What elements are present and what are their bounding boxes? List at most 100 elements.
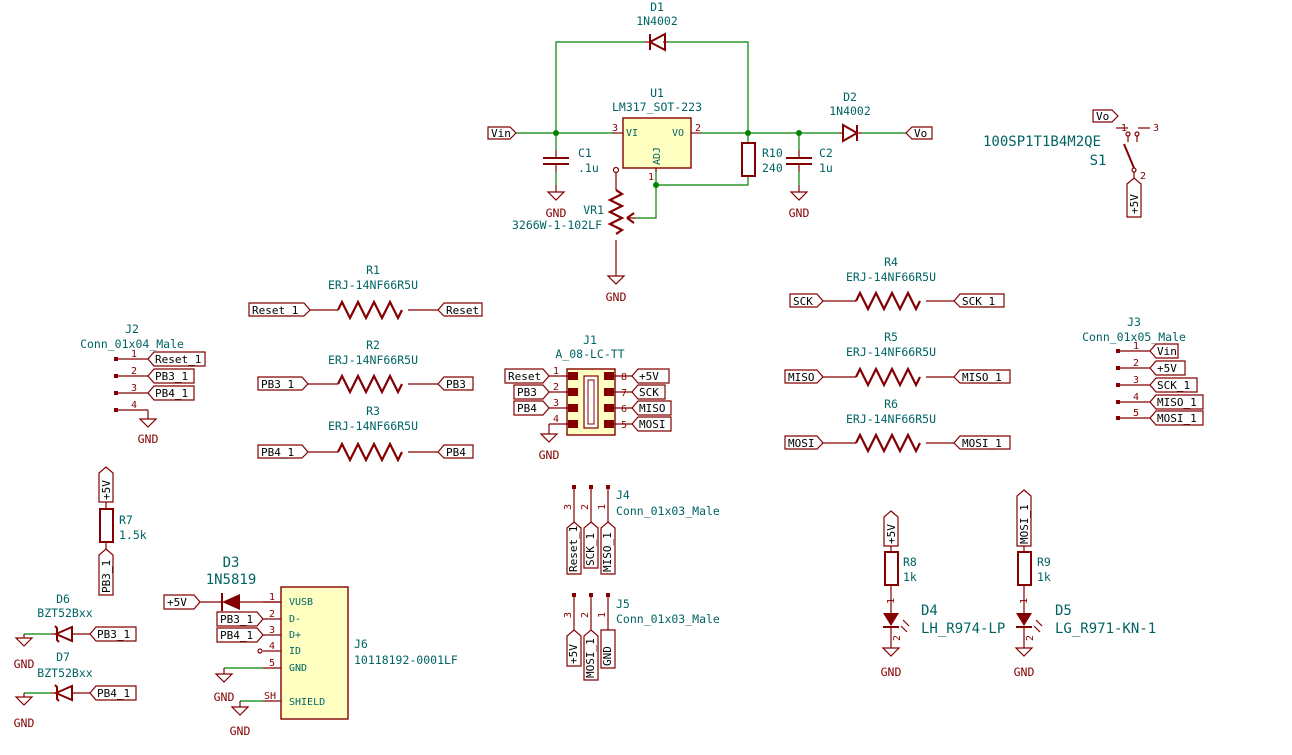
svg-text:Conn_01x03_Male: Conn_01x03_Male [616, 612, 720, 626]
svg-text:PB3_1: PB3_1 [100, 560, 113, 593]
svg-text:1: 1 [648, 172, 654, 183]
svg-text:Reset_1: Reset_1 [155, 353, 201, 366]
resistor-r6: MOSI MOSI_1 R6 ERJ-14NF66R5U [784, 397, 1011, 454]
zener-d6: D6 BZT52Bxx GND PB3_1 [14, 592, 137, 671]
svg-text:1N4002: 1N4002 [636, 14, 678, 28]
svg-text:J2: J2 [125, 322, 139, 336]
svg-text:2: 2 [892, 635, 903, 641]
svg-text:+5V: +5V [1157, 362, 1177, 375]
resistor-r4: SCK SCK_1 R4 ERJ-14NF66R5U [789, 255, 1005, 312]
svg-text:MOSI: MOSI [639, 418, 666, 431]
svg-text:Reset: Reset [446, 304, 479, 317]
svg-text:D1: D1 [650, 0, 664, 14]
svg-text:GND: GND [606, 290, 627, 304]
gnd-symbol-c1: GND [546, 185, 567, 220]
svg-text:D2: D2 [843, 90, 857, 104]
svg-text:PB4: PB4 [517, 402, 537, 415]
svg-text:MISO_1: MISO_1 [601, 532, 614, 572]
svg-text:1k: 1k [903, 570, 917, 584]
svg-text:3: 3 [553, 398, 559, 409]
svg-text:Reset_1: Reset_1 [567, 526, 580, 572]
svg-text:VI: VI [626, 128, 638, 139]
net-label-vin: Vin [487, 126, 517, 140]
resistor-r2: PB3_1 PB3 R2 ERJ-14NF66R5U [257, 338, 474, 395]
regulator-u1: VI VO ADJ 3 2 1 U1 LM317_SOT-223 [612, 86, 702, 183]
svg-text:1N5819: 1N5819 [206, 572, 257, 588]
svg-text:ERJ-14NF66R5U: ERJ-14NF66R5U [846, 270, 936, 284]
svg-text:SH: SH [264, 691, 276, 702]
zener-d7: D7 BZT52Bxx GND PB4_1 [14, 650, 137, 730]
svg-text:MISO_1: MISO_1 [1157, 396, 1197, 409]
svg-text:1u: 1u [819, 161, 833, 175]
svg-text:2: 2 [1140, 171, 1146, 182]
svg-text:3: 3 [1153, 123, 1159, 134]
svg-text:BZT52Bxx: BZT52Bxx [37, 666, 92, 680]
svg-text:PB3: PB3 [517, 386, 537, 399]
svg-text:GND: GND [1014, 665, 1035, 679]
svg-text:Conn_01x05_Male: Conn_01x05_Male [1082, 330, 1186, 344]
svg-text:R10: R10 [762, 146, 783, 160]
svg-text:GND: GND [601, 646, 614, 666]
svg-text:PB3_1: PB3_1 [155, 370, 188, 383]
svg-text:GND: GND [546, 206, 567, 220]
svg-text:2: 2 [580, 504, 591, 510]
svg-text:SCK_1: SCK_1 [1157, 379, 1190, 392]
svg-text:Conn_01x04_Male: Conn_01x04_Male [80, 337, 184, 351]
svg-text:6: 6 [621, 404, 627, 415]
svg-text:1: 1 [269, 592, 275, 603]
svg-text:1: 1 [597, 504, 608, 510]
svg-text:PB3_1: PB3_1 [97, 628, 130, 641]
svg-text:GND: GND [289, 663, 307, 674]
svg-text:J1: J1 [583, 333, 597, 347]
diode-d2: D2 1N4002 [829, 90, 871, 143]
svg-text:8: 8 [621, 372, 627, 383]
gnd-symbol-c2: GND [789, 185, 809, 220]
usb-connector-j6: 1 2 3 4 5 SH VUSB D- D+ ID GND SHIELD PB… [214, 586, 458, 738]
svg-text:100SP1T1B4M2QE: 100SP1T1B4M2QE [983, 134, 1101, 150]
svg-text:Vin: Vin [491, 127, 511, 140]
svg-text:SCK: SCK [793, 295, 813, 308]
svg-text:PB4_1: PB4_1 [220, 629, 253, 642]
svg-text:D+: D+ [289, 630, 301, 641]
svg-text:+5V: +5V [167, 596, 187, 609]
svg-text:SCK_1: SCK_1 [962, 295, 995, 308]
resistor-r8: +5V R8 1k [883, 510, 917, 610]
net-label-vo: Vo [905, 126, 933, 140]
svg-text:U1: U1 [650, 86, 664, 100]
svg-text:R1: R1 [366, 263, 380, 277]
connector-j2: J2 Conn_01x04_Male 1 2 3 4 Reset_1 PB3_1… [80, 322, 206, 446]
svg-text:.1u: .1u [578, 161, 599, 175]
svg-text:MOSI_1: MOSI_1 [1018, 504, 1031, 544]
svg-text:MOSI: MOSI [788, 437, 815, 450]
svg-text:Vo: Vo [914, 127, 927, 140]
svg-text:D5: D5 [1055, 603, 1072, 619]
svg-text:1: 1 [1133, 341, 1139, 352]
diode-d3: D3 1N5819 +5V [163, 555, 281, 611]
svg-text:1: 1 [553, 366, 559, 377]
svg-text:GND: GND [230, 724, 251, 738]
switch-s1: Vo 1 3 2 +5V 100SP1T1B4M2QE S1 [983, 109, 1159, 218]
led-d5: 1 2 GND D5 LG_R971-KN-1 [1014, 598, 1157, 679]
svg-text:+5V: +5V [639, 370, 659, 383]
svg-text:MOSI_1: MOSI_1 [1157, 412, 1197, 425]
svg-text:MISO: MISO [788, 371, 815, 384]
svg-text:ERJ-14NF66R5U: ERJ-14NF66R5U [328, 419, 418, 433]
svg-text:1: 1 [597, 612, 608, 618]
svg-text:+5V: +5V [100, 480, 113, 500]
svg-text:D6: D6 [56, 592, 70, 606]
svg-text:D4: D4 [921, 603, 938, 619]
resistor-r1: Reset_1 Reset R1 ERJ-14NF66R5U [248, 263, 483, 321]
svg-text:1k: 1k [1037, 570, 1051, 584]
connector-j4: 3 2 1 Reset_1 SCK_1 MISO_1 J4 Conn_01x03… [563, 485, 720, 575]
svg-text:2: 2 [695, 123, 701, 134]
svg-text:1.5k: 1.5k [119, 528, 147, 542]
svg-text:2: 2 [1025, 635, 1036, 641]
svg-text:1: 1 [886, 598, 897, 604]
svg-text:S1: S1 [1090, 153, 1107, 169]
svg-text:VR1: VR1 [583, 203, 604, 217]
svg-text:2: 2 [553, 382, 559, 393]
svg-text:GND: GND [14, 657, 35, 671]
svg-text:ERJ-14NF66R5U: ERJ-14NF66R5U [328, 353, 418, 367]
svg-text:Reset: Reset [508, 370, 541, 383]
